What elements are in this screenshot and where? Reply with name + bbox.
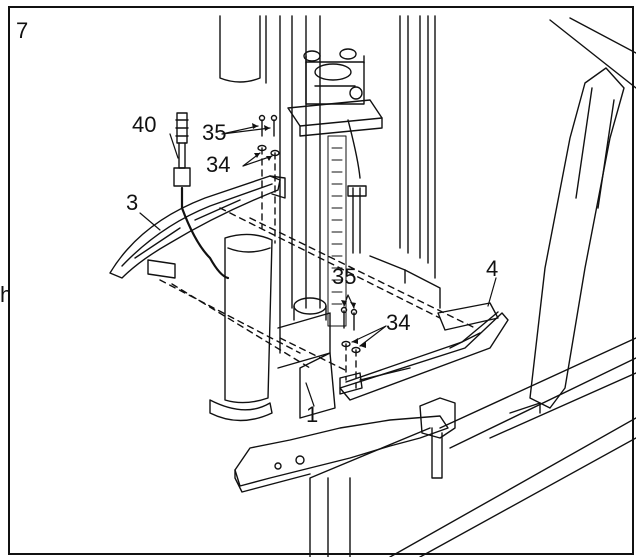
cable	[347, 119, 361, 179]
figure-frame: 7 40 35 34 3 4 35 34 1	[8, 6, 636, 557]
part-label-3: 3	[126, 190, 139, 215]
assembly-drawing	[109, 15, 636, 557]
part-label-34-upper: 34	[206, 152, 231, 177]
part-40-connector	[173, 112, 191, 187]
part-label-1: 1	[306, 402, 319, 427]
alignment-lines	[159, 147, 476, 389]
part-label-35-lower: 35	[332, 264, 357, 289]
center-column	[279, 15, 321, 354]
sensor-wire	[180, 186, 230, 280]
adjustment-column	[327, 135, 347, 327]
pedal-right	[339, 302, 509, 401]
column-collar	[277, 297, 331, 369]
leader-lines	[139, 125, 497, 407]
top-bracket	[287, 48, 383, 137]
pedal-left	[109, 175, 286, 279]
rear-upright	[219, 15, 261, 83]
part-label-40: 40	[132, 112, 157, 137]
step-number: 7	[16, 18, 29, 43]
part-label-35-upper: 35	[202, 120, 227, 145]
hardware-lower	[340, 306, 361, 354]
lower-housing	[369, 255, 441, 309]
right-column	[399, 15, 436, 279]
part-label-34-lower: 34	[386, 310, 411, 335]
foot-plate	[234, 415, 449, 493]
left-upright-post	[209, 233, 273, 422]
frame-upright-right	[529, 17, 636, 409]
base-frame-rails	[309, 337, 636, 557]
part-label-4: 4	[486, 256, 499, 281]
pull-pin	[347, 185, 367, 254]
foot-bracket	[419, 397, 456, 439]
hardware-upper	[257, 114, 280, 157]
